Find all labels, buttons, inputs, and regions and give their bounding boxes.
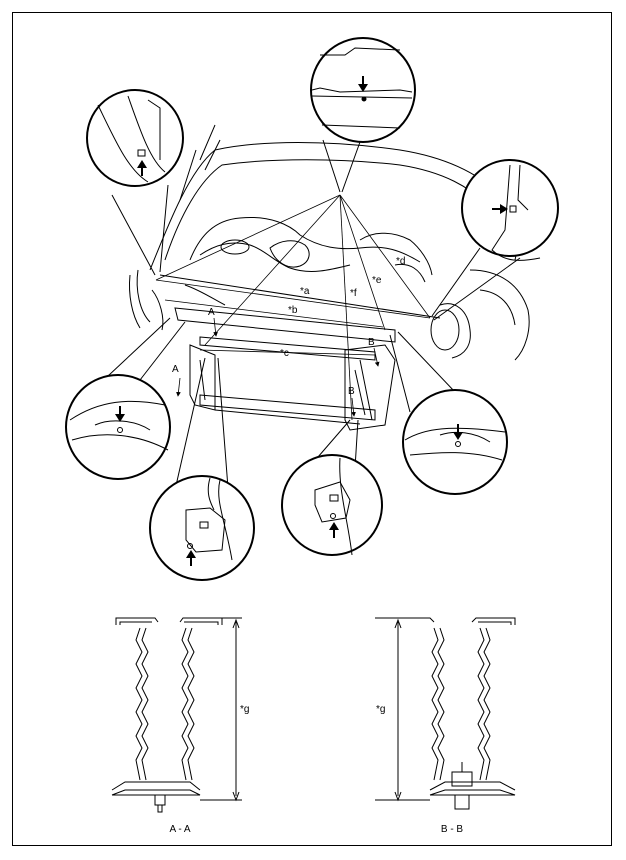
- section-b-bottom-marker: B: [348, 386, 355, 397]
- arrow-up-icon: [329, 522, 339, 538]
- arrow-up-icon: [137, 160, 147, 176]
- section-a-top-marker: A: [208, 307, 215, 318]
- detail-callout-bottom-center: [281, 419, 383, 556]
- detail-callout-top-left: [86, 89, 184, 276]
- label-b: *b: [288, 305, 298, 316]
- caption-b-b: B - B: [441, 824, 464, 835]
- arrow-down-icon: [358, 76, 368, 92]
- arrow-down-icon: [115, 406, 125, 422]
- detail-callout-bottom-left: [149, 357, 255, 581]
- arrow-right-icon: [492, 204, 508, 214]
- detail-callout-left-middle: [65, 317, 186, 480]
- section-cut-lines: [176, 317, 380, 417]
- label-d: *d: [396, 256, 405, 267]
- label-e: *e: [372, 275, 382, 286]
- dimension-g-left: *g: [240, 704, 249, 715]
- label-f: *f: [350, 288, 357, 299]
- caption-a-a: A - A: [169, 824, 190, 835]
- section-b-top-marker: B: [368, 337, 375, 348]
- drawing-frame: [12, 12, 612, 846]
- section-b-b-profile: [375, 617, 516, 810]
- measurement-lines: [155, 194, 431, 421]
- section-a-bottom-marker: A: [172, 364, 179, 375]
- vehicle-body: [129, 124, 530, 431]
- arrow-down-icon: [453, 424, 463, 440]
- detail-callout-top-right: [431, 159, 559, 321]
- detail-callout-top-center: [310, 37, 416, 193]
- label-c: *c: [280, 348, 289, 359]
- arrow-up-icon: [186, 550, 196, 566]
- label-a: *a: [300, 286, 310, 297]
- detail-callout-right-middle: [389, 331, 508, 495]
- dimension-g-right: *g: [376, 704, 385, 715]
- section-a-a-profile: [111, 617, 242, 813]
